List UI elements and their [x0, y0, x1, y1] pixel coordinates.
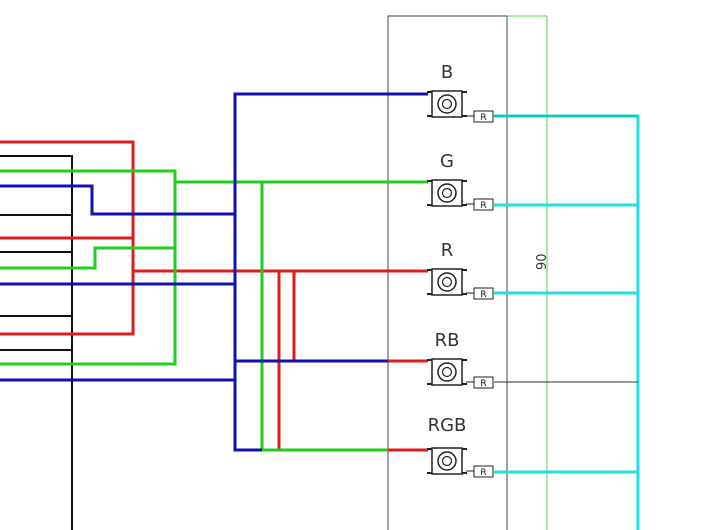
resistor-b: R: [466, 110, 494, 123]
resistor-label: R: [480, 379, 486, 389]
cyan-wires: [494, 114, 640, 530]
resistor-rgb: R: [466, 465, 494, 478]
tactile-switch-icon: [427, 447, 467, 475]
resistor-label: R: [480, 468, 486, 478]
resistor-icon: [473, 110, 494, 123]
switch-b: B: [427, 62, 467, 118]
switch-g: G: [427, 151, 467, 207]
resistor-r: R: [466, 287, 494, 300]
tactile-switch-icon: [427, 268, 467, 296]
resistor-label: R: [480, 113, 486, 123]
switch-rb: RB: [427, 330, 467, 386]
tactile-switch-icon: [427, 358, 467, 386]
switch-rgb: RGB: [427, 415, 467, 475]
resistor-icon: [473, 198, 494, 211]
switch-label: G: [440, 151, 454, 172]
board-outline: [387, 15, 508, 530]
resistor-icon: [473, 376, 494, 389]
resistor-label: R: [480, 290, 486, 300]
tactile-switch-icon: [427, 90, 467, 118]
switch-label: B: [441, 62, 453, 83]
switch-label: R: [441, 240, 454, 261]
switch-label: RGB: [428, 415, 467, 436]
resistor-g: R: [466, 198, 494, 211]
dimension-label: 90: [535, 253, 550, 270]
red-wires: [0, 140, 428, 452]
blue-wires: [0, 92, 428, 452]
resistor-rb: R: [466, 376, 494, 389]
dark-return-wire: [494, 115, 638, 383]
resistor-icon: [473, 287, 494, 300]
black-wires: [0, 155, 73, 530]
tactile-switch-icon: [427, 179, 467, 207]
resistor-icon: [473, 465, 494, 478]
resistor-label: R: [480, 201, 486, 211]
green-wires: [0, 169, 428, 452]
switch-r: R: [427, 240, 467, 296]
switch-label: RB: [435, 330, 460, 351]
